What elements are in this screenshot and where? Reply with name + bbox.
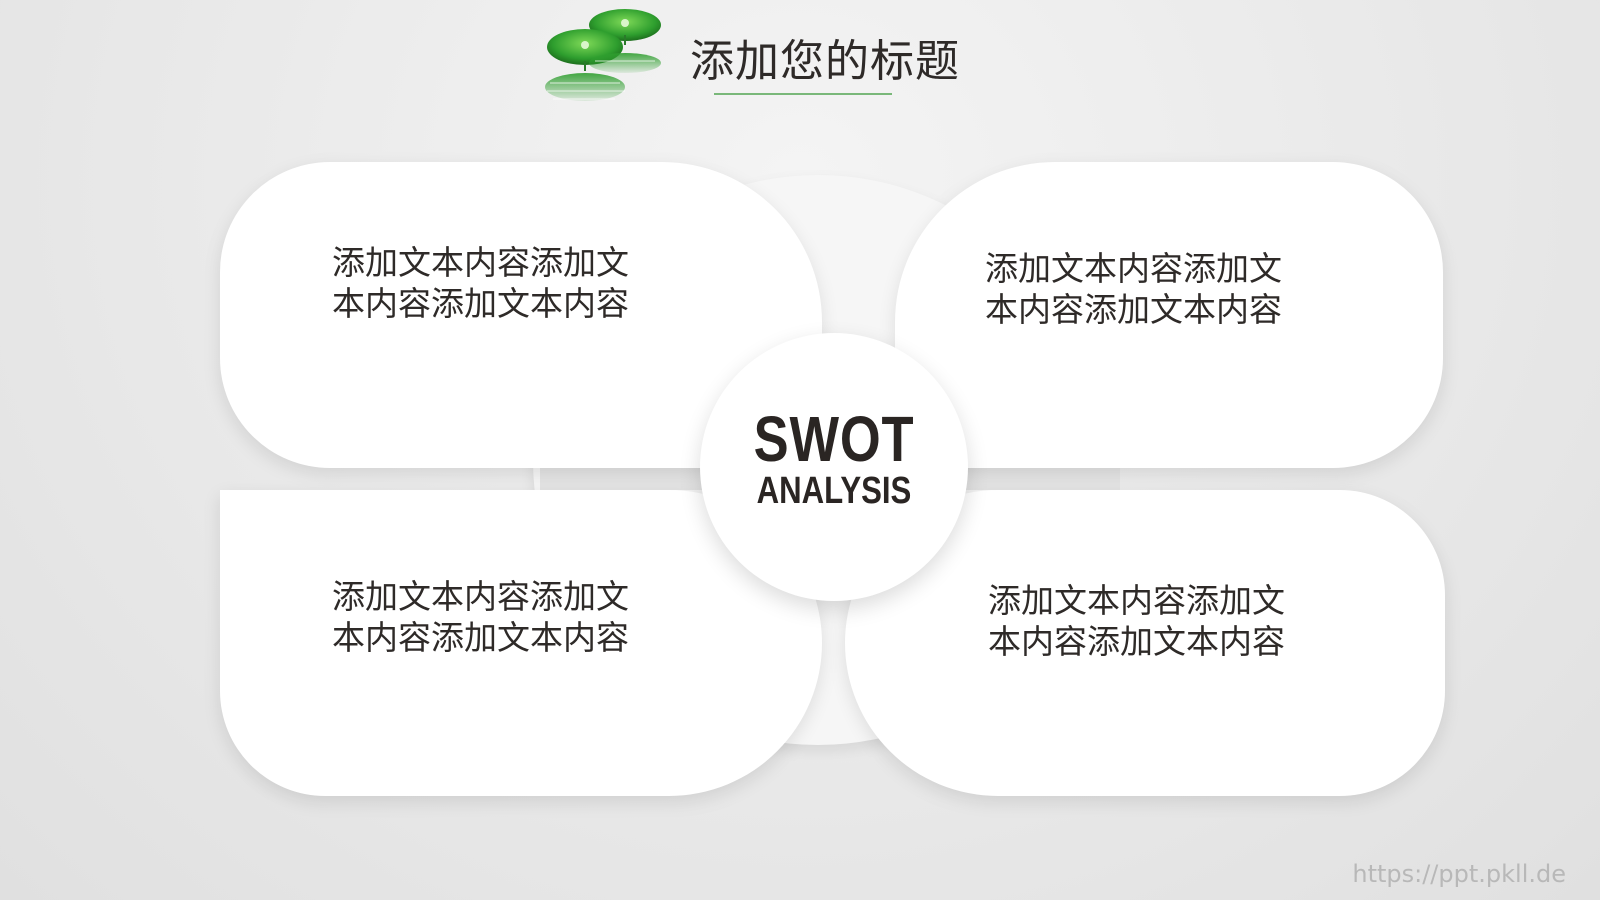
card-text: 添加文本内容添加文 本内容添加文本内容 <box>332 242 629 324</box>
swot-heading: SWOT <box>753 403 915 475</box>
card-text-line: 添加文本内容添加文 <box>985 249 1282 288</box>
card-text: 添加文本内容添加文 本内容添加文本内容 <box>332 576 629 658</box>
card-text-line: 本内容添加文本内容 <box>332 284 629 323</box>
card-text-line: 添加文本内容添加文 <box>332 577 629 616</box>
card-text: 添加文本内容添加文 本内容添加文本内容 <box>985 248 1282 330</box>
card-text-line: 本内容添加文本内容 <box>988 622 1285 661</box>
card-text-line: 本内容添加文本内容 <box>332 618 629 657</box>
swot-card-top-right[interactable]: 添加文本内容添加文 本内容添加文本内容 <box>895 162 1443 468</box>
lotus-leaf-icon <box>545 9 661 101</box>
card-text-line: 添加文本内容添加文 <box>332 243 629 282</box>
card-text-line: 添加文本内容添加文 <box>988 581 1285 620</box>
title-underline <box>714 93 892 95</box>
card-text-line: 本内容添加文本内容 <box>985 290 1282 329</box>
swot-center-circle: SWOT ANALYSIS <box>700 333 968 601</box>
swot-subheading: ANALYSIS <box>756 470 912 512</box>
page-title: 添加您的标题 <box>690 36 960 87</box>
watermark: https://ppt.pkll.de <box>1352 860 1566 888</box>
card-text: 添加文本内容添加文 本内容添加文本内容 <box>988 580 1285 662</box>
